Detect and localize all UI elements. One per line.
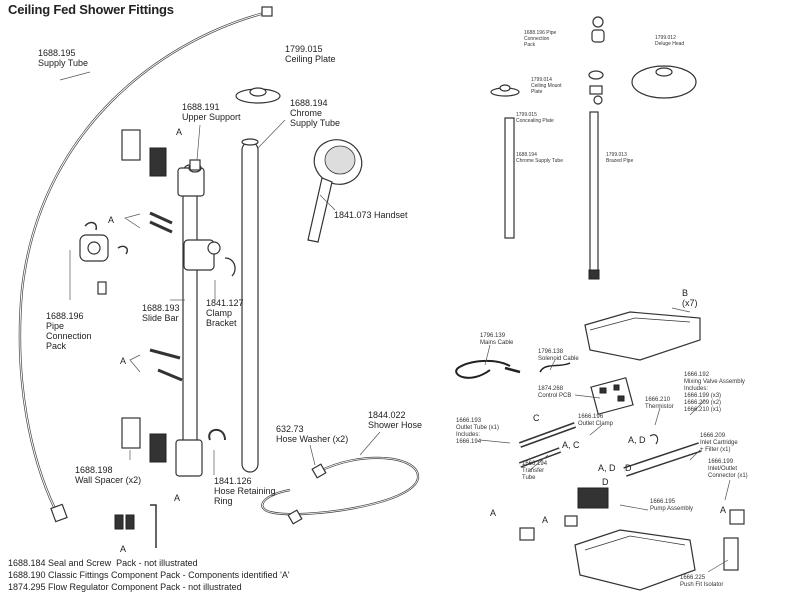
ceiling-chrome-tube-drawing — [504, 117, 515, 239]
label-pump-assembly: 1666.195 Pump Assembly — [650, 499, 694, 512]
chrome-supply-tube-drawing — [241, 141, 259, 473]
note-flow-regulator-pack: 1874.295 Flow Regulator Component Pack -… — [8, 582, 242, 592]
deluge-head-drawing — [631, 65, 697, 99]
marker-a-lower-bracket: A — [174, 493, 181, 503]
wall-spacer-lower-drawing — [121, 417, 167, 463]
pump-cover-drawing — [584, 311, 701, 361]
label-solenoid-cable: 1796.138 Solenoid Cable — [538, 349, 579, 362]
label-transfer-tube: 1666.194 Transfer Tube — [522, 461, 548, 481]
label-outlet-clamp: 1666.196 Outlet Clamp — [578, 414, 614, 427]
marker-a-wall-screws: A — [120, 544, 127, 554]
label-pipe-connection-pack: 1688.196 Pipe Connection Pack — [46, 311, 92, 351]
marker-ad-lower: A, D — [598, 463, 616, 473]
page-title: Ceiling Fed Shower Fittings — [8, 2, 174, 17]
marker-ad-upper: A, D — [628, 435, 646, 445]
pipe-connection-elbow-drawing — [79, 221, 129, 295]
label-mixing-valve: 1666.192 Mixing Valve Assembly Includes:… — [684, 372, 745, 413]
marker-c-upper: C — [533, 413, 540, 423]
marker-d-pump: D — [602, 477, 609, 487]
label-ceiling-chrome-supply-tube: 1688.194 Chrome Supply Tube — [516, 152, 563, 164]
push-fit-isolator-drawing — [723, 537, 739, 571]
handset-drawing — [307, 139, 363, 243]
marker-a-screws-lower: A — [120, 356, 127, 366]
marker-b: B (x7) — [682, 288, 698, 308]
brazed-pipe-drawing — [589, 111, 599, 278]
wall-spacer-upper-drawing — [121, 129, 167, 177]
note-classic-fittings-pack: 1688.190 Classic Fittings Component Pack… — [8, 570, 290, 580]
label-handset: 1841.073 Handset — [334, 210, 408, 220]
mains-cable-drawing — [455, 360, 511, 379]
label-push-fit-isolator: 1666.225 Push Fit Isolator — [680, 575, 724, 588]
label-hose-retaining-ring: 1841.126 Hose Retaining Ring — [214, 476, 276, 506]
pump-motor-drawing — [577, 487, 609, 509]
label-slide-bar: 1688.193 Slide Bar — [142, 303, 180, 323]
supply-tube-bottom-nut — [50, 503, 68, 523]
screws-lower-drawing — [149, 348, 183, 382]
wall-screws-bottom-drawing — [114, 514, 135, 530]
solenoid-cable-drawing — [539, 362, 571, 373]
marker-a-screws-upper: A — [108, 215, 115, 225]
label-concealing-plate: 1799.015 Concealing Plate — [516, 112, 554, 124]
marker-ac: A, C — [562, 440, 580, 450]
label-brazed-pipe: 1799.013 Brazed Pipe — [606, 152, 634, 164]
label-chrome-supply-tube: 1688.194 Chrome Supply Tube — [290, 98, 341, 128]
label-clamp-bracket: 1841.127 Clamp Bracket — [206, 298, 244, 328]
marker-a-connector: A — [720, 505, 727, 515]
label-ceiling-plate: 1799.015 Ceiling Plate — [285, 44, 336, 64]
screws-upper-drawing — [149, 211, 173, 234]
pump-assembly-drawing — [455, 311, 745, 591]
supply-tube-drawing — [18, 10, 269, 516]
label-mains-cable: 1796.139 Mains Cable — [480, 333, 514, 346]
label-shower-hose: 1844.022 Shower Hose — [368, 410, 423, 430]
label-supply-tube: 1688.195 Supply Tube — [38, 48, 89, 68]
lower-bracket-drawing — [175, 439, 203, 477]
label-ceiling-pipe-connection-pack: 1688.196 Pipe Connection Pack — [524, 30, 557, 48]
label-inlet-cartridge: 1666.209 Inlet Cartridge + Filter (x1) — [700, 433, 738, 453]
slide-bar-drawing — [182, 164, 198, 466]
label-thermistor: 1666.210 Thermistor — [645, 397, 674, 410]
supply-tube-top-nut — [261, 6, 273, 17]
label-outlet-tube: 1666.193 Outlet Tube (x1) Includes: 1666… — [456, 418, 500, 445]
marker-d-right: D — [625, 463, 632, 473]
label-upper-support: 1688.191 Upper Support — [182, 102, 241, 122]
note-seal-screw-pack: 1688.184 Seal and Screw Pack - not illus… — [8, 558, 198, 568]
control-pcb-drawing — [590, 377, 634, 415]
upper-support-drawing — [177, 167, 205, 197]
label-inlet-outlet-connector: 1666.199 Inlet/Outlet Connector (x1) — [708, 459, 748, 479]
label-wall-spacer: 1688.198 Wall Spacer (x2) — [75, 465, 142, 485]
shower-hose-drawing — [261, 456, 420, 525]
label-hose-washer: 632.73 Hose Washer (x2) — [276, 424, 349, 444]
ceiling-kit-drawing — [490, 16, 697, 280]
label-control-pcb: 1874.268 Control PCB — [538, 386, 572, 399]
label-deluge-head: 1799.012 Deluge Head — [655, 35, 685, 47]
marker-a-upper-support: A — [176, 127, 183, 137]
marker-a-outlet: A — [490, 508, 497, 518]
label-ceiling-mount-plate: 1799.014 Ceiling Mount Plate — [531, 77, 562, 95]
clamp-bracket-drawing — [183, 239, 215, 271]
marker-a-transfer: A — [542, 515, 549, 525]
pump-base-drawing — [574, 529, 696, 591]
allen-key-drawing — [150, 504, 157, 548]
